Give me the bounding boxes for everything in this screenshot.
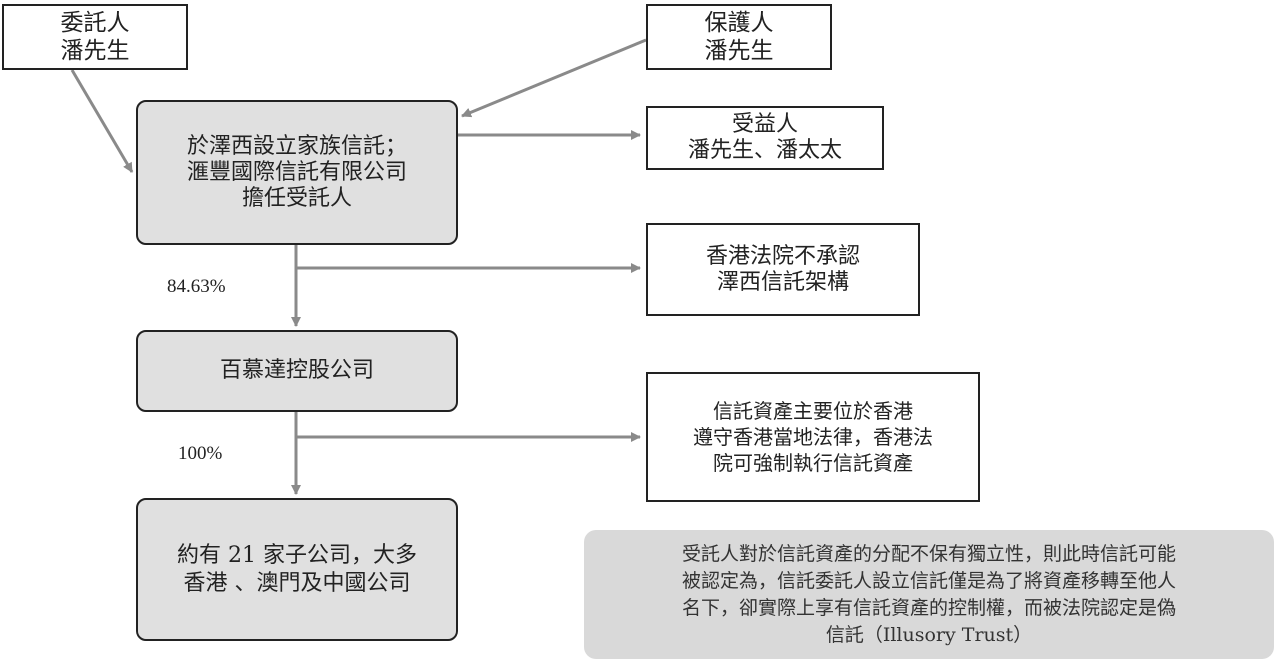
holding-name: 百慕達控股公司: [219, 358, 374, 383]
family-trust-box: 於澤西設立家族信託； 滙豐國際信託有限公司 擔任受託人: [136, 100, 458, 245]
protector-box: 保護人 潘先生: [646, 4, 832, 70]
arrow-settlor-to-trust: [70, 69, 134, 173]
illusory-line-3: 名下，卻實際上享有信託資產的控制權，而被法院認定是偽: [681, 596, 1176, 619]
holding-percentage: 84.63%: [167, 276, 226, 297]
subsidiaries-percentage: 100%: [178, 443, 223, 464]
beneficiary-name: 潘先生、潘太太: [687, 138, 842, 163]
settlor-title: 委託人: [60, 10, 130, 36]
arrow-protector-to-trust: [461, 38, 647, 118]
assets-line-3: 院可強制執行信託資產: [713, 451, 913, 475]
subsidiaries-line-1: 約有 21 家子公司，大多: [177, 542, 417, 568]
illusory-trust-note: 受託人對於信託資產的分配不保有獨立性，則此時信託可能 被認定為，信託委託人設立信…: [584, 530, 1274, 659]
settlor-name: 潘先生: [60, 38, 130, 64]
protector-name: 潘先生: [704, 38, 774, 64]
subsidiaries-box: 約有 21 家子公司，大多 香港 、澳門及中國公司: [136, 498, 458, 641]
subsidiaries-line-2: 香港 、澳門及中國公司: [183, 570, 411, 596]
illusory-line-1: 受託人對於信託資產的分配不保有獨立性，則此時信託可能: [681, 542, 1176, 565]
court-line-2: 澤西信託架構: [716, 269, 849, 295]
trust-line-1: 於澤西設立家族信託；: [186, 133, 407, 159]
beneficiary-box: 受益人 潘先生、潘太太: [646, 106, 884, 170]
trust-line-3: 擔任受託人: [241, 185, 352, 211]
court-line-1: 香港法院不承認: [705, 243, 860, 269]
assets-line-2: 遵守香港當地法律，香港法: [693, 425, 933, 449]
illusory-line-2: 被認定為，信託委託人設立信託僅是為了將資產移轉至他人: [681, 569, 1176, 592]
settlor-box: 委託人 潘先生: [2, 4, 188, 70]
assets-line-1: 信託資產主要位於香港: [713, 399, 913, 423]
beneficiary-title: 受益人: [731, 112, 798, 137]
illusory-line-4: 信託（Illusory Trust）: [825, 623, 1033, 646]
assets-note-box: 信託資產主要位於香港 遵守香港當地法律，香港法 院可強制執行信託資產: [646, 372, 980, 502]
court-not-recognize-box: 香港法院不承認 澤西信託架構: [646, 223, 920, 316]
protector-title: 保護人: [704, 10, 774, 36]
trust-line-2: 滙豐國際信託有限公司: [186, 159, 407, 185]
holding-company-box: 百慕達控股公司: [136, 330, 458, 412]
